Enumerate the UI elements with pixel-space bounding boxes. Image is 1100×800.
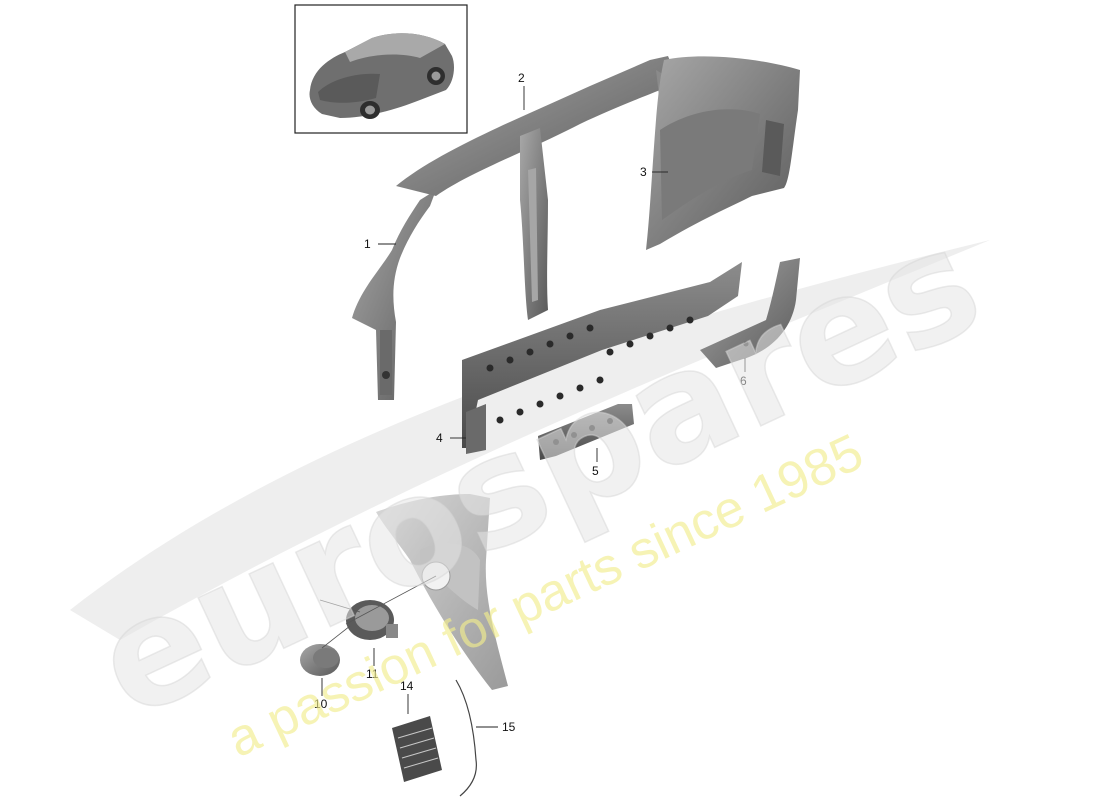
callout-3: 3	[640, 165, 647, 179]
callouts: 1 2 3 4 5 6 10 11 14 15	[314, 71, 747, 734]
callout-1: 1	[364, 237, 371, 251]
callout-4: 4	[436, 431, 443, 445]
part-4-side-sill	[462, 262, 742, 454]
part-6-wheelhouse-extension	[700, 258, 800, 368]
assembly-guide-lines	[319, 575, 437, 649]
callout-14: 14	[400, 679, 414, 693]
part-3-rear-side-panel	[646, 56, 800, 250]
sill-holes	[486, 316, 694, 424]
callout-leaders	[321, 86, 746, 728]
part-5-sill-reinforcement	[538, 404, 634, 460]
vehicle-overview-inset	[294, 4, 468, 134]
callout-6: 6	[740, 374, 747, 388]
watermark	[70, 240, 990, 640]
vehicle-overview-icon	[309, 33, 454, 119]
callout-5: 5	[592, 464, 599, 478]
callout-15: 15	[502, 720, 516, 734]
part-1-a-pillar	[352, 190, 436, 400]
part-11-filler-housing	[346, 600, 398, 640]
part-14-vent-grille	[392, 716, 442, 782]
part-10-fuel-cap	[300, 644, 340, 676]
watermark-swoosh	[70, 240, 990, 640]
callout-10: 10	[314, 697, 328, 711]
callout-11: 11	[366, 667, 379, 681]
callout-2: 2	[518, 71, 525, 85]
part-15-release-cable	[455, 679, 477, 797]
